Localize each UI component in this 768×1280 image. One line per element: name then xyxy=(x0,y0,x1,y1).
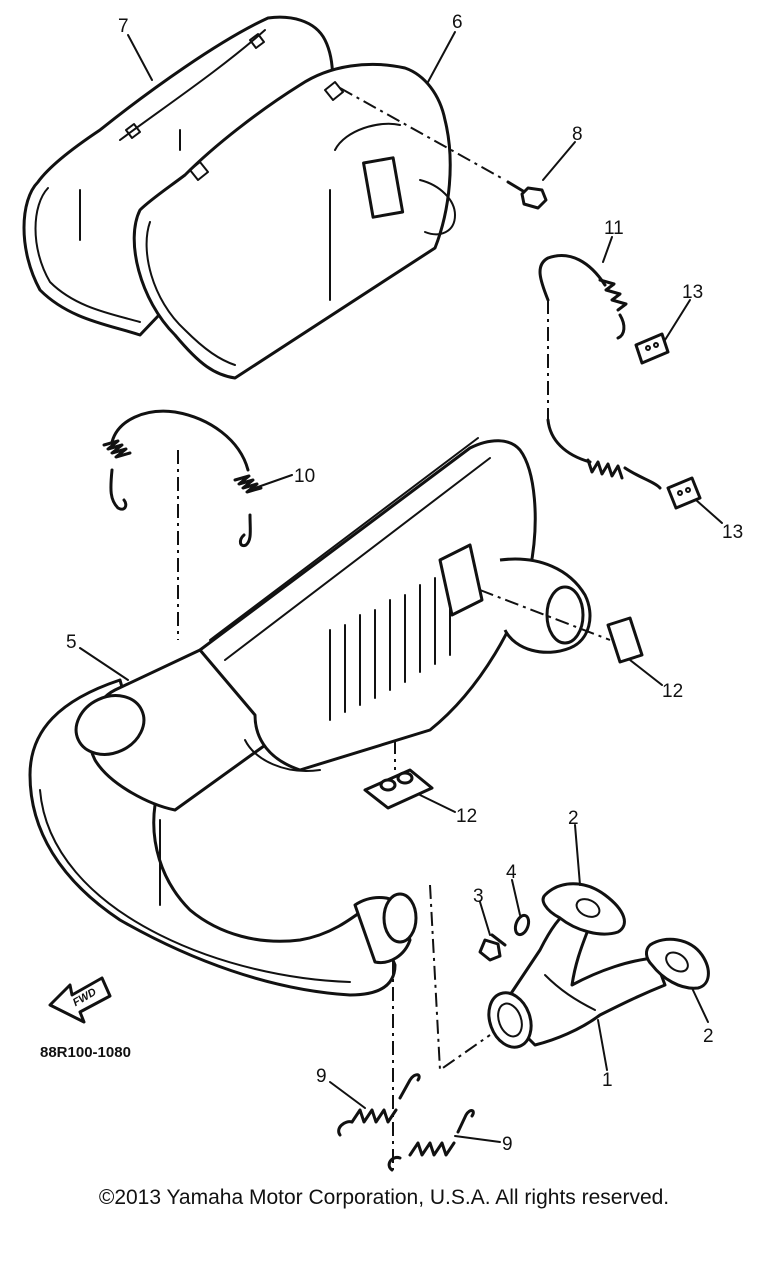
callout-10: 10 xyxy=(294,466,315,487)
callout-2-upper: 2 xyxy=(568,808,579,829)
part-11-spring xyxy=(538,254,662,490)
part-2-gasket-lower xyxy=(645,937,710,990)
part-13-clip-lower xyxy=(666,476,702,510)
muffler-fins xyxy=(329,569,451,721)
part-10-spring xyxy=(102,409,263,640)
callout-11: 11 xyxy=(604,218,624,239)
callout-9-upper: 9 xyxy=(316,1066,327,1087)
callout-8: 8 xyxy=(572,124,583,145)
callout-7: 7 xyxy=(118,16,129,37)
part-12-gasket-lower xyxy=(363,740,434,810)
callout-6: 6 xyxy=(452,12,463,33)
part-9-spring-upper xyxy=(337,1073,421,1137)
callout-4: 4 xyxy=(506,862,517,883)
part-5-muffler xyxy=(28,437,592,1170)
callout-13-upper: 13 xyxy=(682,282,703,303)
part-2-gasket-upper xyxy=(541,882,626,936)
callout-9-lower: 9 xyxy=(502,1134,513,1155)
callout-2-lower: 2 xyxy=(703,1026,714,1047)
part-12-gasket-upper xyxy=(479,589,644,664)
part-4-washer xyxy=(513,913,531,937)
callout-5: 5 xyxy=(66,632,77,653)
part-3-bolt xyxy=(478,933,507,962)
part-code: 88R100-1080 xyxy=(40,1044,131,1061)
callouts: 7 6 8 11 13 13 10 5 12 12 2 4 3 2 1 9 9 xyxy=(66,12,743,1155)
callout-12-lower: 12 xyxy=(456,806,477,827)
part-7-outer-cover xyxy=(22,15,335,337)
part-13-clip-upper xyxy=(634,332,670,365)
part-8-bolt xyxy=(339,87,548,210)
leader-lines xyxy=(79,31,723,1143)
part-1-manifold xyxy=(429,884,667,1072)
fwd-arrow-icon: FWD xyxy=(48,976,112,1024)
callout-1: 1 xyxy=(602,1070,613,1091)
copyright-notice: ©2013 Yamaha Motor Corporation, U.S.A. A… xyxy=(98,1186,670,1209)
callout-3: 3 xyxy=(473,886,484,907)
part-6-inner-cover xyxy=(132,62,456,380)
callout-13-lower: 13 xyxy=(722,522,743,543)
part-9-spring-lower xyxy=(387,1109,475,1172)
callout-12-upper: 12 xyxy=(662,681,683,702)
